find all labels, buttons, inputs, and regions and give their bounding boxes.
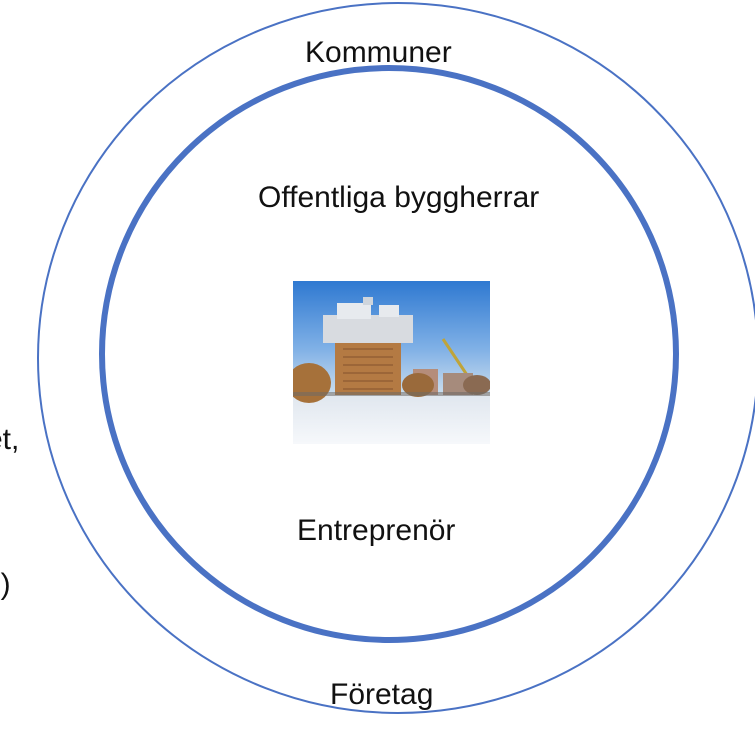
outer-circle-top-label: Kommuner xyxy=(305,36,452,69)
inner-circle-top-label: Offentliga byggherrar xyxy=(258,181,540,214)
inner-circle-bottom-label: Entreprenör xyxy=(297,514,456,547)
left-clipped-label-1: et, xyxy=(0,423,20,456)
outer-circle xyxy=(37,2,755,714)
left-clipped-label-2: l) xyxy=(0,568,11,601)
inner-circle xyxy=(99,65,679,643)
building-photo-illustration xyxy=(293,281,490,444)
building-photo xyxy=(293,281,490,444)
outer-circle-bottom-label: Företag xyxy=(330,678,434,711)
